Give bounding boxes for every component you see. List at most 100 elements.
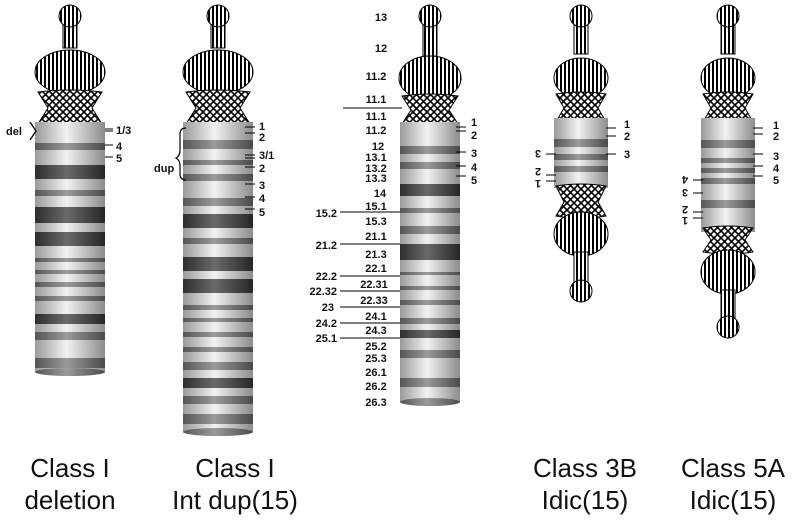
- band-label: 21.1: [365, 231, 386, 243]
- bands: [701, 140, 755, 208]
- long-arm-bottom: [35, 368, 105, 376]
- band-label: 11.1: [366, 111, 387, 123]
- marker-label: 1: [624, 119, 630, 131]
- band-label: 26.3: [365, 397, 386, 409]
- band-label: 13.3: [365, 173, 386, 185]
- centromere: [185, 89, 251, 127]
- marker-label: 1/3: [116, 125, 131, 137]
- band-label: 24.3: [365, 325, 386, 337]
- del-bracket: [29, 121, 37, 141]
- marker-label: 2: [259, 132, 265, 144]
- satellite-top: [716, 4, 740, 28]
- band-label: 21.2: [316, 240, 337, 252]
- centromere-bottom: [555, 183, 607, 219]
- marker-label: 3: [535, 147, 541, 159]
- caption-line: Idic(15): [689, 485, 777, 515]
- marker-label: 3: [471, 148, 477, 160]
- band-label: 21.3: [365, 249, 386, 261]
- satellite-bottom: [569, 279, 593, 303]
- marker-label: 1: [259, 121, 265, 133]
- band-label: 11.1: [366, 94, 387, 106]
- band-label: 22.2: [316, 271, 337, 283]
- band-label: 23: [322, 302, 334, 314]
- centromere: [37, 89, 103, 127]
- satellite-top: [206, 4, 230, 28]
- band-label: 25.1: [316, 333, 337, 345]
- band-label: 13.1: [365, 152, 386, 164]
- long-arm: [701, 118, 755, 232]
- short-arm-heterochromatin: [182, 49, 254, 95]
- marker-label: 4: [259, 193, 266, 205]
- marker-label: 3: [682, 186, 688, 198]
- band-label: 11.2: [366, 71, 387, 83]
- marker-label: 1: [535, 177, 541, 189]
- caption-class1-deletion: Class I deletion: [10, 452, 130, 516]
- bands: [554, 139, 608, 172]
- band-label: 22.31: [360, 279, 388, 291]
- satellite-top: [569, 4, 593, 28]
- caption-line: Idic(15): [541, 485, 629, 515]
- centromere-bottom: [702, 225, 754, 255]
- marker-label: 5: [773, 175, 779, 187]
- marker-label: 1: [471, 117, 477, 129]
- marker-label: 4: [773, 163, 780, 175]
- band-label: 11.2: [366, 125, 387, 137]
- marker-label: 2: [535, 165, 541, 177]
- marker-label: 2: [471, 130, 477, 142]
- caption-line: Int dup(15): [172, 485, 298, 515]
- band-label: 25.3: [365, 353, 386, 365]
- band-label: 15.1: [365, 201, 386, 213]
- marker-label: 3: [259, 180, 265, 192]
- marker-label: 5: [116, 153, 122, 165]
- band-label: 24.2: [316, 318, 337, 330]
- short-arm-bottom: [553, 211, 609, 257]
- band-label: 15.3: [365, 216, 386, 228]
- band-label: 12: [375, 43, 387, 55]
- band-label: 25.2: [365, 341, 386, 353]
- caption-class1-intdup: Class I Int dup(15): [150, 452, 320, 516]
- band-label: 22.1: [365, 263, 386, 275]
- band-labels: 13 12 11.2 11.1 11.1 11.2 12 13.1 13.2 1…: [360, 12, 388, 409]
- band-label: 15.2: [316, 208, 337, 220]
- satellite-top: [418, 4, 442, 28]
- marker-label: 1: [773, 120, 779, 132]
- band-label: 26.2: [365, 381, 386, 393]
- caption-line: Class I: [195, 453, 275, 483]
- chromosome-class3b-idic: 1 2 3 3 2 1: [535, 4, 630, 303]
- chromosome-class5a-idic: 1 2 3 4 5 4 3 2 1: [681, 4, 780, 339]
- marker-label: 3/1: [259, 150, 274, 162]
- marker-label: 5: [471, 175, 477, 187]
- caption-class3b-idic: Class 3B Idic(15): [520, 452, 650, 516]
- del-label: del: [6, 126, 22, 138]
- band-label: 24.1: [365, 311, 386, 323]
- caption-line: Class 3B: [532, 453, 638, 483]
- band-label: 22.32: [309, 286, 337, 298]
- centromere: [401, 93, 459, 127]
- marker-label: 5: [259, 207, 265, 219]
- chromosome-class1-deletion: del 1/3 4 5: [6, 4, 131, 376]
- band-label: 13.2: [365, 163, 386, 175]
- marker-label: 4: [471, 162, 478, 174]
- dup-brace: [174, 127, 187, 181]
- band-label: 14: [374, 188, 387, 200]
- marker-label: 3: [624, 149, 630, 161]
- long-arm: [35, 122, 105, 372]
- caption-line: Class I: [30, 453, 110, 483]
- short-arm-heterochromatin: [34, 49, 106, 95]
- marker-label: 4: [116, 141, 123, 153]
- caption-line: Class 5A: [680, 453, 786, 483]
- satellite-top: [58, 4, 82, 28]
- bands: [35, 143, 105, 368]
- bands: [183, 140, 253, 424]
- caption-line: deletion: [24, 485, 116, 515]
- short-arm-bottom: [700, 249, 756, 295]
- bands: [400, 146, 460, 387]
- dup-label: dup: [154, 163, 174, 175]
- caption-class5a-idic: Class 5A Idic(15): [668, 452, 798, 516]
- long-arm-bottom: [400, 398, 460, 406]
- marker-label: 2: [259, 163, 265, 175]
- satellite-bottom: [716, 315, 740, 339]
- marker-label: 3: [773, 151, 779, 163]
- marker-label: 1: [682, 214, 688, 226]
- long-arm: [554, 118, 608, 188]
